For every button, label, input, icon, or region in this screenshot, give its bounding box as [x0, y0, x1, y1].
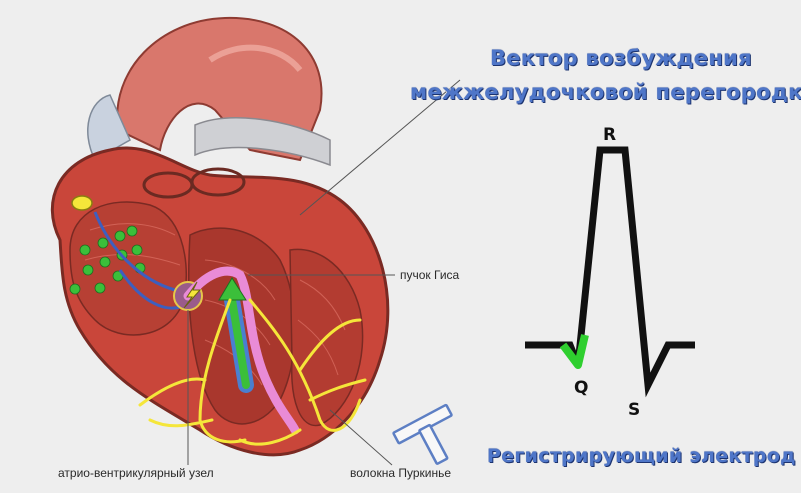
- recording-electrode-label: Регистрирующий электрод: [487, 445, 796, 467]
- vector-title-line2: межжелудочковой перегородки: [410, 80, 801, 104]
- ecg-s-label: S: [628, 400, 640, 420]
- ecg-q-label: Q: [574, 378, 588, 398]
- ecg-waveform: [525, 150, 695, 385]
- electrode-icon: [393, 405, 469, 476]
- vector-title-line1: Вектор возбуждения: [490, 46, 752, 70]
- great-vessels: [88, 18, 330, 165]
- av-node-label: атрио-вентрикулярный узел: [58, 466, 214, 480]
- sa-node: [72, 196, 92, 210]
- purkinje-fibers-label: волокна Пуркинье: [350, 466, 451, 480]
- ecg-r-label: R: [603, 125, 616, 145]
- bundle-of-his-label: пучок Гиса: [400, 268, 459, 282]
